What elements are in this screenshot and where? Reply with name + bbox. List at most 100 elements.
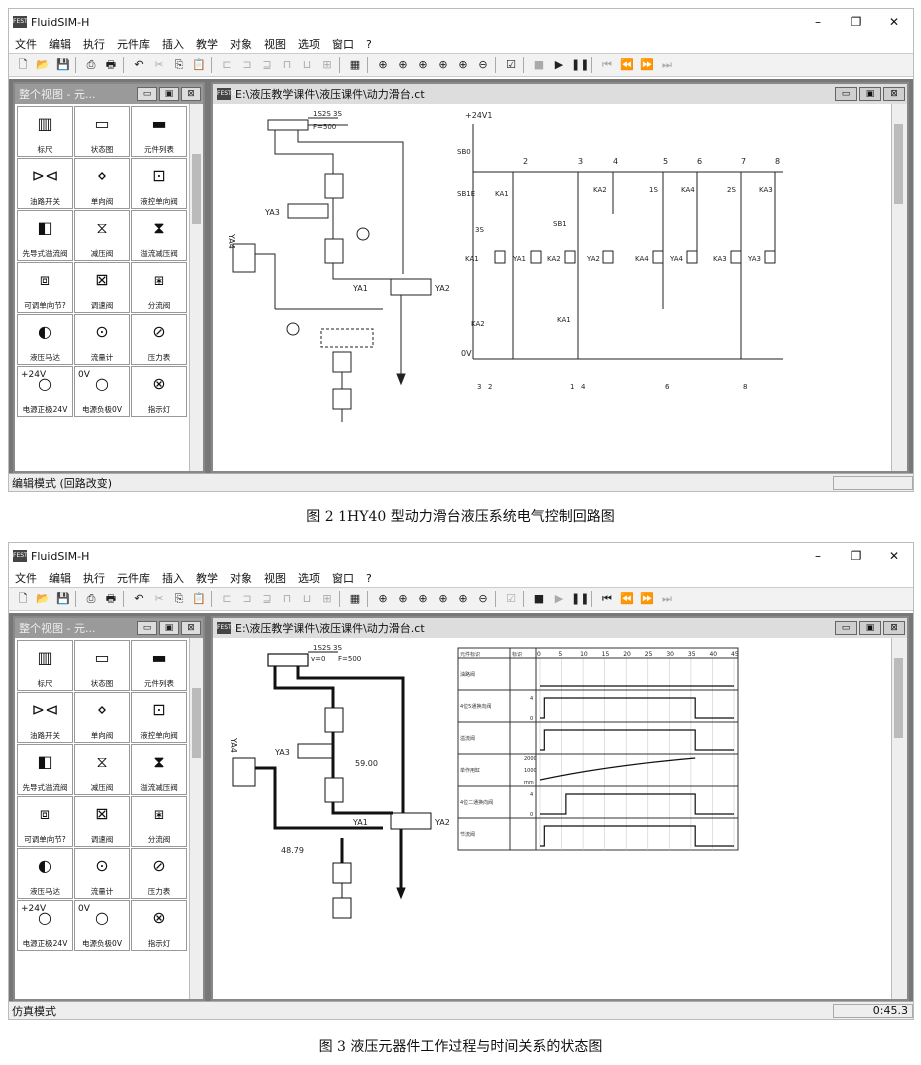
library-item[interactable]: ⧗溢流减压阀	[131, 210, 187, 261]
undo-icon[interactable]: ↶	[134, 58, 144, 71]
library-item[interactable]: ◧先导式溢流阀	[17, 210, 73, 261]
preview-icon[interactable]: ⎙	[86, 592, 96, 605]
distribute-icon[interactable]: ⊞	[322, 592, 332, 605]
menu-file[interactable]: 文件	[15, 572, 37, 585]
library-minimize-button[interactable]: ▭	[137, 621, 157, 635]
library-item[interactable]: ⊗指示灯	[131, 366, 187, 417]
library-item[interactable]: ⋄单向阀	[74, 692, 130, 743]
library-item[interactable]: +24V○电源正极24V	[17, 900, 73, 951]
library-item[interactable]: ▥标尺	[17, 106, 73, 157]
step-forward-icon[interactable]: ⏩	[640, 58, 654, 71]
menu-options[interactable]: 选项	[298, 572, 320, 585]
menu-object[interactable]: 对象	[230, 572, 252, 585]
step-forward-icon[interactable]: ⏩	[640, 592, 654, 605]
minimize-button[interactable]: –	[815, 549, 821, 563]
library-scrollbar[interactable]	[189, 104, 203, 471]
rewind-icon[interactable]: ⏮	[602, 58, 612, 71]
play-icon[interactable]: ▶	[554, 592, 564, 605]
library-item[interactable]: ⧈可调单向节?	[17, 262, 73, 313]
library-item[interactable]: ⋄单向阀	[74, 158, 130, 209]
zoom-prev-icon[interactable]: ⊕	[438, 58, 448, 71]
library-item[interactable]: ⊙流量计	[74, 314, 130, 365]
align-left-icon[interactable]: ⊏	[222, 592, 232, 605]
library-item[interactable]: ⊳⊲油路开关	[17, 158, 73, 209]
doc-minimize-button[interactable]: ▭	[835, 87, 857, 101]
align-center-icon[interactable]: ⊐	[242, 592, 252, 605]
library-item[interactable]: ⊠调速阀	[74, 262, 130, 313]
cut-icon[interactable]: ✂	[154, 58, 164, 71]
library-maximize-button[interactable]: ▣	[159, 621, 179, 635]
zoom-prev-icon[interactable]: ⊕	[438, 592, 448, 605]
library-item[interactable]: ▬元件列表	[131, 640, 187, 691]
library-item[interactable]: ⧆分流阀	[131, 796, 187, 847]
check-icon[interactable]: ☑	[506, 592, 516, 605]
library-item[interactable]: 0V○电源负极0V	[74, 900, 130, 951]
library-item[interactable]: ⧗溢流减压阀	[131, 744, 187, 795]
library-item[interactable]: ◐液压马达	[17, 848, 73, 899]
new-icon[interactable]: 🗋	[18, 58, 28, 71]
pause-icon[interactable]: ❚❚	[571, 58, 590, 71]
align-bottom-icon[interactable]: ⊔	[302, 592, 312, 605]
save-icon[interactable]: 💾	[56, 592, 70, 605]
doc-close-button[interactable]: ⊠	[883, 621, 905, 635]
zoom-window-icon[interactable]: ⊕	[398, 592, 408, 605]
library-minimize-button[interactable]: ▭	[137, 87, 157, 101]
print-icon[interactable]: 🖶	[105, 592, 117, 605]
align-top-icon[interactable]: ⊓	[282, 592, 292, 605]
undo-icon[interactable]: ↶	[134, 592, 144, 605]
doc-minimize-button[interactable]: ▭	[835, 621, 857, 635]
library-item[interactable]: ⊙流量计	[74, 848, 130, 899]
library-maximize-button[interactable]: ▣	[159, 87, 179, 101]
rewind-icon[interactable]: ⏮	[602, 592, 612, 605]
zoom-window-icon[interactable]: ⊕	[398, 58, 408, 71]
library-item[interactable]: ◧先导式溢流阀	[17, 744, 73, 795]
library-item[interactable]: ◐液压马达	[17, 314, 73, 365]
menu-edit[interactable]: 编辑	[49, 572, 71, 585]
library-item[interactable]: 0V○电源负极0V	[74, 366, 130, 417]
menu-execute[interactable]: 执行	[83, 572, 105, 585]
zoom-in-icon[interactable]: ⊕	[458, 592, 468, 605]
menu-teaching[interactable]: 教学	[196, 572, 218, 585]
align-center-icon[interactable]: ⊐	[242, 58, 252, 71]
library-item[interactable]: ⊡液控单向阀	[131, 692, 187, 743]
save-icon[interactable]: 💾	[56, 58, 70, 71]
library-item[interactable]: ▭状态图	[74, 640, 130, 691]
menu-window[interactable]: 窗口	[332, 572, 354, 585]
zoom-fit-icon[interactable]: ⊕	[378, 592, 388, 605]
fast-forward-icon[interactable]: ⏭	[662, 592, 672, 605]
align-top-icon[interactable]: ⊓	[282, 58, 292, 71]
pause-icon[interactable]: ❚❚	[571, 592, 590, 605]
doc-maximize-button[interactable]: ▣	[859, 87, 881, 101]
preview-icon[interactable]: ⎙	[86, 58, 96, 71]
zoom-out-icon[interactable]: ⊖	[478, 592, 488, 605]
cut-icon[interactable]: ✂	[154, 592, 164, 605]
close-button[interactable]: ✕	[888, 549, 900, 563]
step-back-icon[interactable]: ⏪	[620, 592, 634, 605]
paste-icon[interactable]: 📋	[192, 592, 206, 605]
menu-object[interactable]: 对象	[230, 38, 252, 51]
step-back-icon[interactable]: ⏪	[620, 58, 634, 71]
library-item[interactable]: ⊘压力表	[131, 848, 187, 899]
menu-library[interactable]: 元件库	[117, 572, 150, 585]
new-icon[interactable]: 🗋	[18, 592, 28, 605]
align-bottom-icon[interactable]: ⊔	[302, 58, 312, 71]
paste-icon[interactable]: 📋	[192, 58, 206, 71]
distribute-icon[interactable]: ⊞	[322, 58, 332, 71]
zoom-all-icon[interactable]: ⊕	[418, 58, 428, 71]
library-close-button[interactable]: ⊠	[181, 87, 201, 101]
check-icon[interactable]: ☑	[506, 58, 516, 71]
library-item[interactable]: ⊳⊲油路开关	[17, 692, 73, 743]
library-scrollbar[interactable]	[189, 638, 203, 999]
zoom-in-icon[interactable]: ⊕	[458, 58, 468, 71]
grid-icon[interactable]: ▦	[349, 592, 361, 605]
scrollbar-thumb[interactable]	[894, 658, 903, 738]
open-icon[interactable]: 📂	[36, 58, 50, 71]
library-item[interactable]: +24V○电源正极24V	[17, 366, 73, 417]
open-icon[interactable]: 📂	[36, 592, 50, 605]
document-scrollbar[interactable]	[891, 104, 907, 471]
menu-insert[interactable]: 插入	[162, 38, 184, 51]
circuit-canvas[interactable]: 1S2S 3S F=500 YA3 YA4	[213, 104, 891, 471]
library-item[interactable]: ▬元件列表	[131, 106, 187, 157]
menu-window[interactable]: 窗口	[332, 38, 354, 51]
print-icon[interactable]: 🖶	[105, 58, 117, 71]
